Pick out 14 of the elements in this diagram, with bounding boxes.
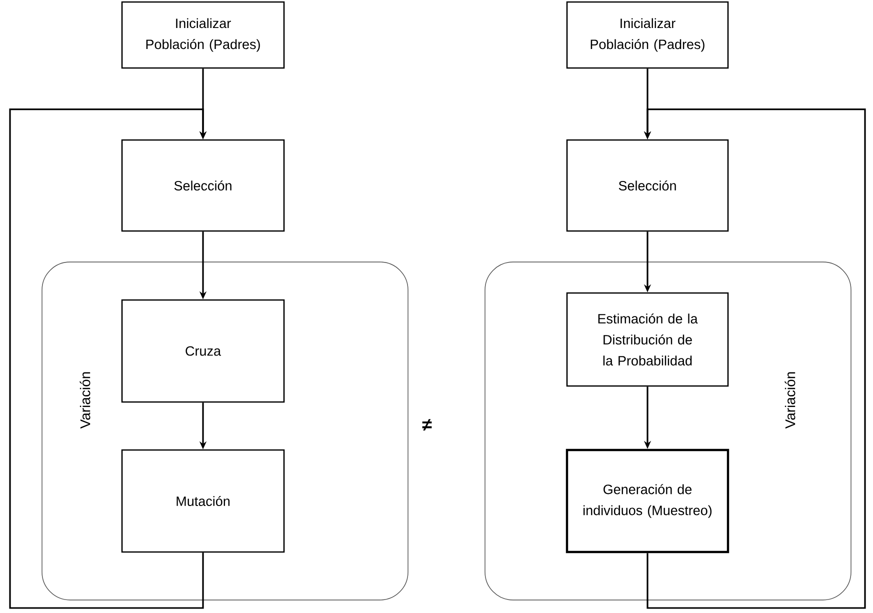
group-label: Variación xyxy=(80,372,90,429)
process-box: Estimación de la Distribución de la Probabilidad xyxy=(566,292,729,387)
process-box: Mutación xyxy=(121,449,285,553)
variation-group xyxy=(484,262,852,600)
process-box: Selección xyxy=(566,139,729,232)
process-box: Inicializar Población (Padres) xyxy=(566,1,729,69)
process-box: Generación de individuos (Muestreo) xyxy=(566,448,730,554)
process-box: Inicializar Población (Padres) xyxy=(121,1,285,69)
group-label: Variación xyxy=(784,372,796,429)
process-box: Selección xyxy=(121,139,285,232)
not-equal-sign: ≠ xyxy=(422,419,432,430)
process-box: Cruza xyxy=(121,299,285,403)
variation-group xyxy=(42,262,408,600)
arrow xyxy=(9,108,207,609)
